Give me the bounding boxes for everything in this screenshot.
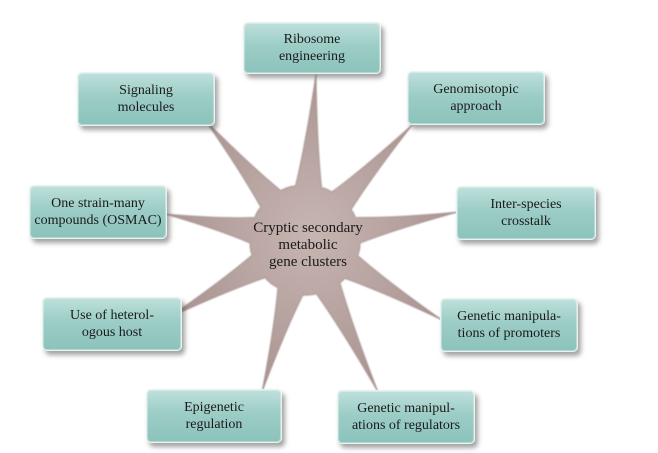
node-label-line: tions of promoters xyxy=(457,326,561,341)
node-label-line: ogous host xyxy=(81,325,143,340)
node-signaling-molecules: Signaling molecules xyxy=(77,72,215,126)
center-label-line-1: Cryptic secondary xyxy=(253,220,363,236)
central-star-shape xyxy=(164,73,459,393)
node-genetic-manipulations-promoters: Genetic manipula- tions of promoters xyxy=(440,298,578,352)
node-label-line: ations of regulators xyxy=(351,418,461,433)
node-ribosome-engineering: Ribosome engineering xyxy=(243,22,381,74)
center-label-line-3: gene clusters xyxy=(269,254,347,270)
node-label-line: crosstalk xyxy=(501,214,551,229)
node-genomisotopic-approach: Genomisotopic approach xyxy=(407,71,545,125)
node-label-line: Signaling xyxy=(119,83,173,98)
node-heterologous-host: Use of heterol- ogous host xyxy=(42,297,182,351)
node-label-line: Use of heterol- xyxy=(70,308,154,323)
node-label-line: Genomisotopic xyxy=(433,82,519,97)
node-label-line: Epigenetic xyxy=(184,400,244,415)
node-label-line: Ribosome xyxy=(283,32,341,47)
node-genetic-manipulations-regulators: Genetic manipul- ations of regulators xyxy=(337,390,475,444)
node-label-line: engineering xyxy=(278,49,346,64)
node-epigenetic-regulation: Epigenetic regulation xyxy=(146,389,282,443)
node-label-line: regulation xyxy=(185,417,243,432)
node-label-line: compounds (OSMAC) xyxy=(34,213,162,228)
node-label-line: Genetic manipula- xyxy=(457,309,561,324)
node-label-line: Inter-species xyxy=(490,197,562,212)
node-inter-species-crosstalk: Inter-species crosstalk xyxy=(456,186,596,240)
node-label-line: One strain-many xyxy=(51,196,145,211)
node-osmac: One strain-many compounds (OSMAC) xyxy=(29,185,167,239)
node-label-line: molecules xyxy=(117,100,175,115)
node-label-line: Genetic manipul- xyxy=(357,401,455,416)
center-label-line-2: metabolic xyxy=(278,237,338,253)
node-label-line: approach xyxy=(450,99,502,114)
center-label: Cryptic secondary metabolic gene cluster… xyxy=(210,220,406,271)
